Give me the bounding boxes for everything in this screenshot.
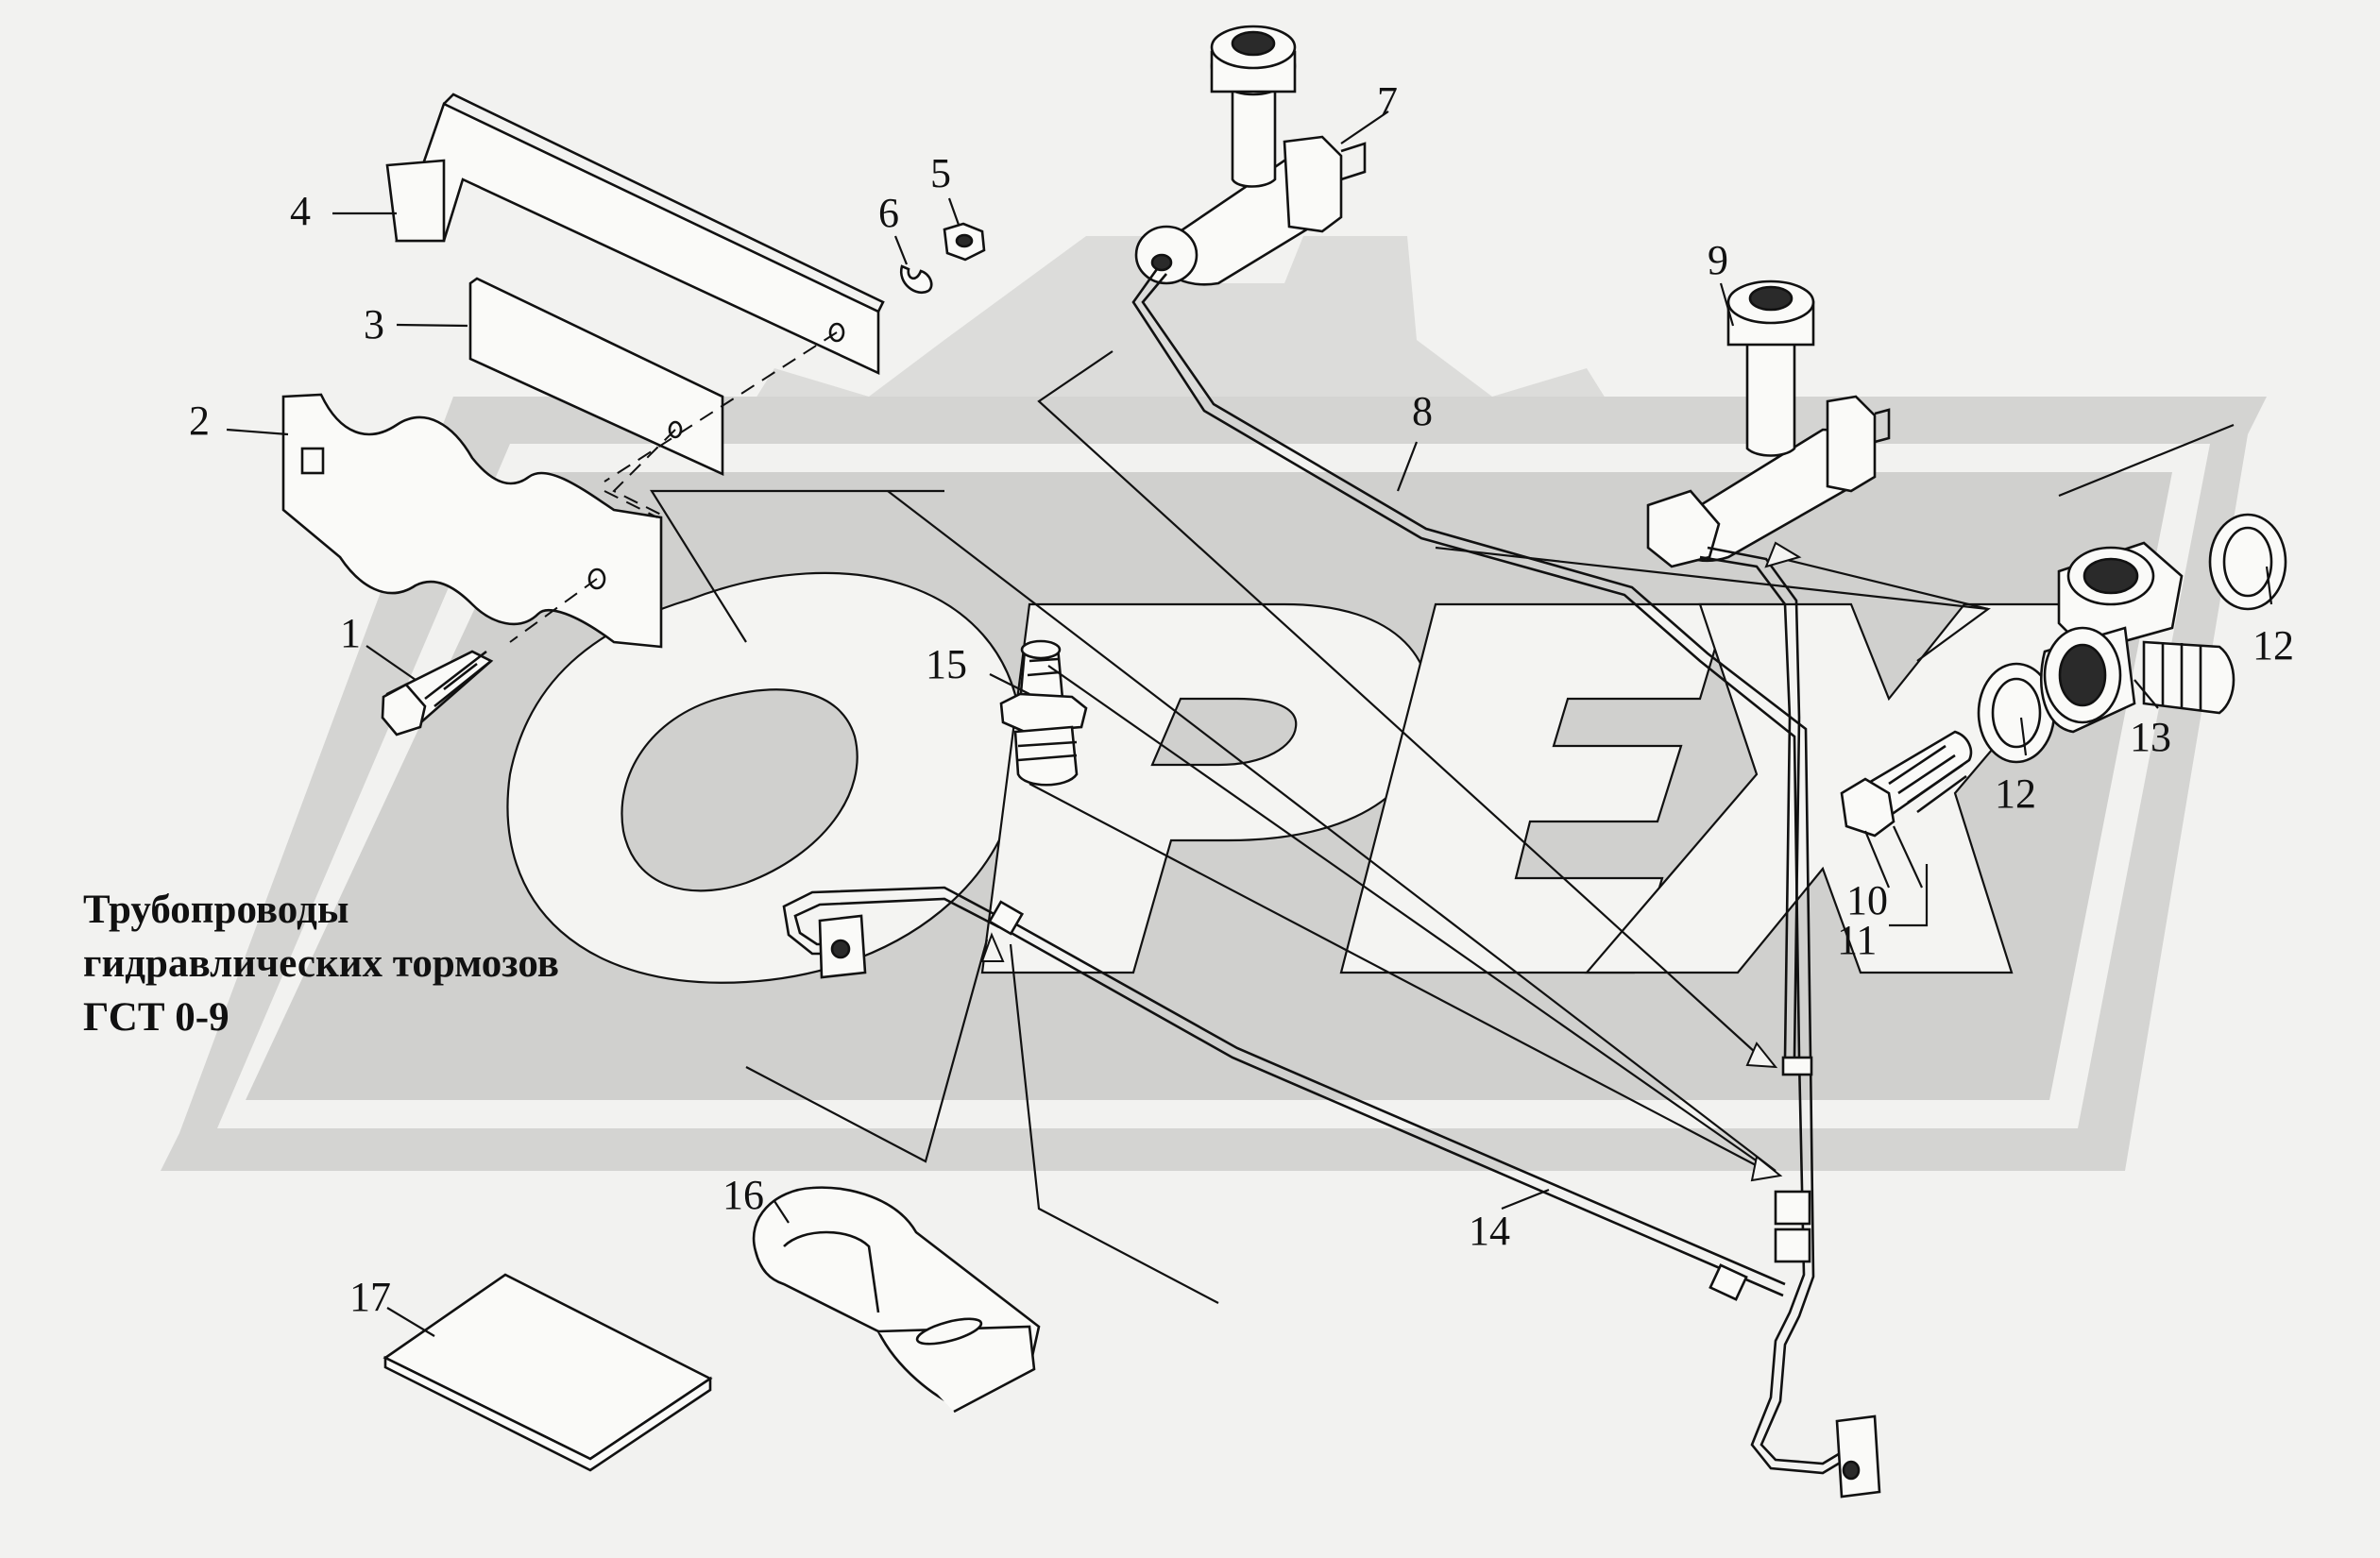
callout-3: 3 — [364, 301, 384, 347]
watermark-logo — [161, 236, 2267, 1171]
callout-leaders — [226, 110, 2273, 1337]
part-1-bolt — [381, 650, 494, 737]
part-14-brake-line — [782, 886, 1881, 1499]
line-from-cylinder-9 — [1699, 546, 1813, 1263]
arrow-heads — [980, 541, 1802, 1182]
assembly-centerlines — [509, 331, 838, 643]
part-7-master-cylinder — [1134, 25, 1367, 286]
title-line-3: ГСТ 0-9 — [83, 995, 230, 1040]
part-8-brake-line — [1131, 268, 1847, 1475]
callout-15: 15 — [926, 641, 967, 687]
callout-10: 10 — [1846, 877, 1888, 923]
callout-12-right: 12 — [2252, 622, 2294, 669]
part-16-clip — [752, 1186, 1041, 1414]
callout-labels: 1 2 3 4 5 6 7 8 9 10 11 12 12 13 14 15 1… — [189, 78, 2294, 1320]
part-2-clamp — [281, 393, 663, 649]
callout-1: 1 — [340, 610, 361, 656]
part-12-washer-left — [1977, 662, 2056, 764]
callout-13: 13 — [2130, 714, 2171, 760]
callout-17: 17 — [349, 1274, 391, 1320]
part-15-fitting — [999, 639, 1088, 787]
diagram-title: Трубопроводы гидравлических тормозов ГСТ… — [83, 883, 559, 1044]
callout-16: 16 — [722, 1172, 764, 1218]
part-17-pad — [382, 1273, 713, 1472]
callout-2: 2 — [189, 398, 210, 444]
title-line-1: Трубопроводы — [83, 888, 349, 932]
callout-11: 11 — [1837, 917, 1877, 963]
callout-7: 7 — [1377, 78, 1398, 125]
callout-6: 6 — [878, 190, 899, 236]
part-6-washer — [899, 264, 933, 294]
callout-9: 9 — [1708, 237, 1728, 283]
callout-4: 4 — [290, 188, 311, 234]
title-line-2: гидравлических тормозов — [83, 941, 559, 986]
callout-14: 14 — [1469, 1208, 1510, 1254]
part-4-bracket — [385, 93, 885, 376]
part-13-tee-fitting — [2039, 541, 2236, 734]
part-12-washer-right — [2208, 513, 2287, 611]
part-10-11-bolt — [1840, 730, 1973, 838]
part-5-nut — [943, 222, 986, 262]
part-9-master-cylinder — [1646, 279, 1891, 568]
callout-12-left: 12 — [1995, 771, 2036, 817]
arrow-leaders — [650, 350, 2235, 1304]
callout-8: 8 — [1412, 388, 1433, 434]
callout-5: 5 — [930, 150, 951, 196]
